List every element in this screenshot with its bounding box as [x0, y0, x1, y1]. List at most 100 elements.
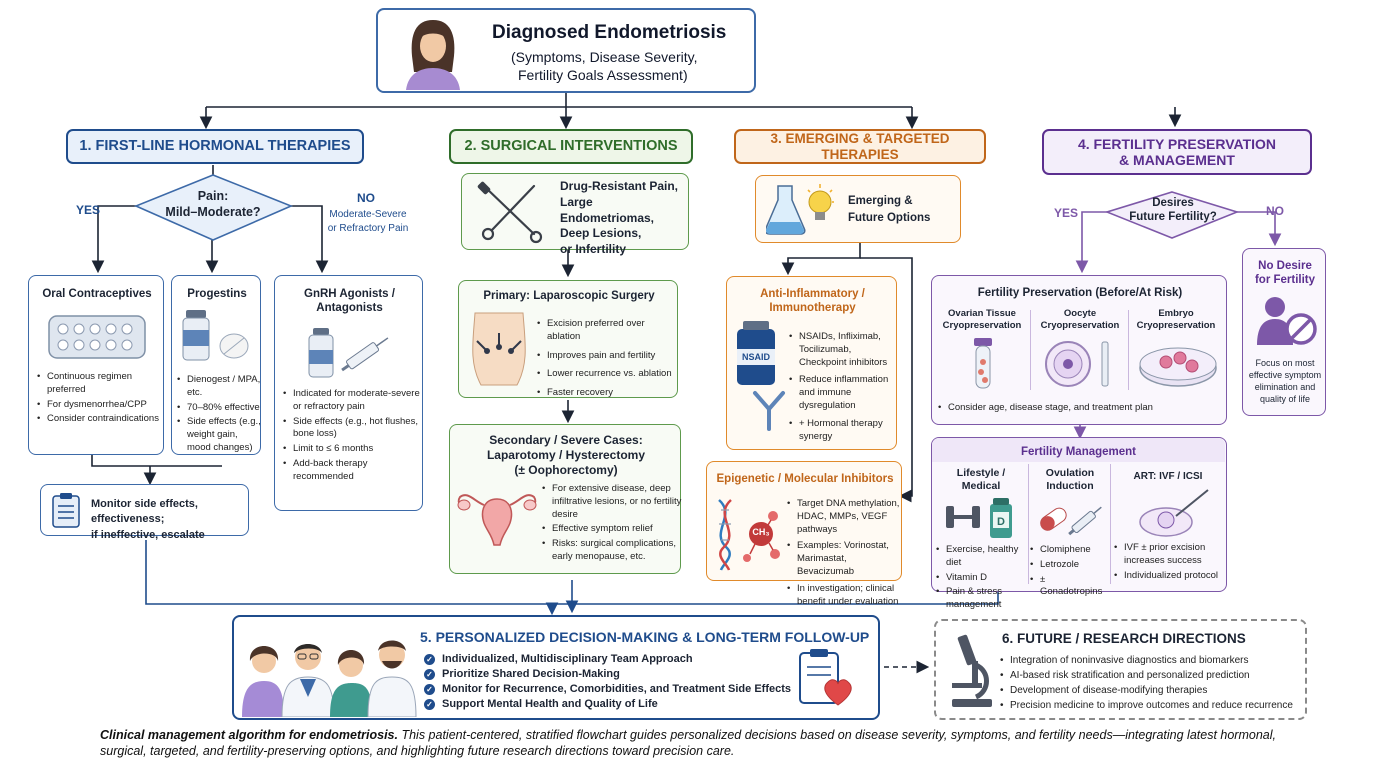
clipboard-icon — [52, 493, 80, 528]
severe-cases-card: Secondary / Severe Cases: Laparotomy / H… — [449, 424, 681, 574]
fertility-preservation-card: Fertility Preservation (Before/At Risk) … — [931, 275, 1227, 425]
check-icon: ✓ — [424, 698, 435, 710]
nsaid-vial-icon: NSAID — [737, 321, 775, 385]
gnrh-title-line-2: Antagonists — [316, 302, 383, 315]
monitor-line-2: if ineffective, escalate — [91, 528, 205, 541]
pill-syringe-icon — [1040, 506, 1102, 536]
ovulation-title-2: Induction — [1046, 480, 1094, 493]
severe-title-line-2: Laparotomy / Hysterectomy — [486, 448, 646, 462]
progestins-title: Progestins — [187, 288, 247, 300]
indication-line-2: Large Endometriomas, — [560, 194, 655, 225]
pain-decision-line-2: Mild–Moderate? — [165, 204, 261, 219]
fertility-management-card: Fertility Management Lifestyle / Medical… — [931, 437, 1227, 610]
gnrh-title-line-1: GnRH Agonists / — [304, 288, 395, 300]
diagnosis-box: Diagnosed Endometriosis (Symptoms, Disea… — [376, 8, 756, 93]
epigenetic-card: Epigenetic / Molecular Inhibitors CH₃ Ta… — [706, 461, 902, 607]
follow-up-list: ✓Individualized, Multidisciplinary Team … — [424, 653, 791, 713]
severe-title-line-3: (± Oophorectomy) — [514, 463, 618, 477]
ovarian-tissue-label: Ovarian Tissue — [948, 308, 1016, 319]
methyl-label: CH₃ — [752, 527, 770, 537]
epigenetic-list: Target DNA methylation, HDAC, MMPs, VEGF… — [787, 498, 901, 611]
no-detail-line-2: or Refractory Pain — [327, 223, 409, 234]
fertility-header-line-1: 4. FERTILITY PRESERVATION — [1077, 135, 1277, 152]
figure-caption: Clinical management algorithm for endome… — [100, 727, 1280, 760]
svg-text:D: D — [997, 516, 1005, 528]
no-desire-title-line-2: for Fertility — [1254, 274, 1316, 287]
emerging-line-1: Emerging & — [848, 195, 913, 207]
ivf-dish-icon — [1139, 489, 1209, 537]
uterus-icon — [457, 494, 537, 546]
pain-decision-line-1: Pain: — [197, 189, 229, 203]
gnrh-card: GnRH Agonists / Antagonists Indicated fo… — [274, 275, 423, 511]
surgical-indication-box: Drug-Resistant Pain, Large Endometriomas… — [461, 173, 689, 256]
no-desire-title-line-1: No Desire — [1258, 260, 1312, 272]
indication-line-3: Deep Lesions, — [560, 226, 642, 241]
anti-inflammatory-card: Anti-Inflammatory / Immunotherapy NSAID … — [726, 276, 897, 450]
abdomen-laparoscopy-icon — [472, 312, 526, 386]
embryo-label-2: Cryopreservation — [1136, 320, 1216, 332]
lifestyle-title-1: Lifestyle / — [956, 467, 1006, 479]
caption-body: This patient-centered, stratified flowch… — [100, 728, 1276, 759]
syringe-vial-icon — [308, 328, 389, 378]
diagnosis-subtitle-2: Fertility Goals Assessment) — [518, 67, 688, 83]
laparoscopic-list: Excision preferred over ablation Improve… — [537, 318, 677, 402]
progestins-card: Progestins Dienogest / MPA, etc. 70–80% … — [171, 275, 261, 455]
cryo-tube-icon — [974, 338, 992, 389]
pill-blister-icon — [48, 315, 146, 359]
research-list: Integration of noninvasive diagnostics a… — [1000, 655, 1300, 715]
diagnosis-subtitle-1: (Symptoms, Disease Severity, — [511, 49, 698, 65]
check-icon: ✓ — [424, 653, 435, 665]
fertility-decision-line-2: Future Fertility? — [1129, 211, 1217, 224]
pain-yes-label: YES — [76, 203, 101, 217]
fertility-decision-line-1: Desires — [1152, 197, 1194, 209]
embryo-dish-icon — [1139, 347, 1217, 387]
patient-avatar-icon — [406, 20, 460, 90]
fertility-no-label: NO — [1266, 204, 1284, 218]
check-icon: ✓ — [424, 668, 435, 680]
ovulation-title-1: Ovulation — [1045, 467, 1095, 479]
fertility-header-line-2: & MANAGEMENT — [1119, 152, 1235, 168]
no-detail-line-1: Moderate-Severe — [329, 209, 407, 220]
first-line-header: 1. FIRST-LINE HORMONAL THERAPIES — [66, 129, 364, 164]
indication-line-4: or Infertility — [560, 242, 627, 257]
oral-contraceptives-title: Oral Contraceptives — [42, 288, 152, 300]
check-icon: ✓ — [424, 683, 435, 695]
follow-up-box: 5. PERSONALIZED DECISION-MAKING & LONG-T… — [232, 615, 880, 720]
embryo-label: Embryo — [1158, 308, 1194, 319]
microscope-icon — [952, 634, 992, 707]
care-team-icon — [242, 640, 417, 717]
dumbbell-vitamin-icon: D — [946, 498, 1012, 538]
no-desire-card: No Desire for Fertility Focus on most ef… — [1242, 248, 1326, 416]
oocyte-icon — [1045, 341, 1109, 387]
fertility-decision-diamond — [1104, 191, 1240, 239]
fertility-header: 4. FERTILITY PRESERVATION & MANAGEMENT — [1042, 129, 1312, 175]
preservation-note: Consider age, disease stage, and treatme… — [938, 402, 1222, 417]
gnrh-list: Indicated for moderate-severe or refract… — [283, 388, 421, 486]
lifestyle-title-2: Medical — [961, 480, 1001, 493]
preservation-title: Fertility Preservation (Before/At Risk) — [977, 287, 1183, 299]
anti-inflammatory-list: NSAIDs, Infliximab, Tocilizumab, Checkpo… — [789, 331, 897, 446]
research-box: 6. FUTURE / RESEARCH DIRECTIONS Integrat… — [934, 619, 1307, 720]
pain-decision-diamond — [133, 174, 294, 241]
ovulation-list: Clomiphene Letrozole ± Gonadotropins — [1030, 544, 1110, 601]
oral-contraceptives-card: Oral Contraceptives Continuous regimen p… — [28, 275, 164, 455]
follow-up-title: 5. PERSONALIZED DECISION-MAKING & LONG-T… — [420, 629, 870, 645]
clipboard-heart-icon — [799, 649, 852, 706]
indication-line-1: Drug-Resistant Pain, — [560, 179, 679, 193]
anti-title-line-1: Anti-Inflammatory / — [760, 288, 865, 300]
diagnosis-title: Diagnosed Endometriosis — [492, 22, 727, 43]
research-title: 6. FUTURE / RESEARCH DIRECTIONS — [1002, 631, 1246, 646]
severe-title-line-1: Secondary / Severe Cases: — [489, 433, 643, 447]
surgical-instruments-icon — [477, 181, 543, 244]
lifestyle-list: Exercise, healthy diet Vitamin D Pain & … — [936, 544, 1028, 614]
management-title: Fertility Management — [1020, 446, 1137, 458]
emerging-header: 3. EMERGING & TARGETED THERAPIES — [734, 129, 986, 164]
no-desire-text: Focus on most effective symptom eliminat… — [1248, 358, 1322, 405]
oral-contraceptives-list: Continuous regimen preferred For dysmeno… — [37, 371, 161, 428]
oocyte-label: Oocyte — [1063, 308, 1097, 319]
ovarian-tissue-label-2: Cryopreservation — [942, 320, 1022, 332]
flask-bulb-icon — [766, 184, 834, 235]
antibody-icon — [753, 391, 785, 431]
nsaid-label: NSAID — [737, 349, 775, 365]
pain-no-label: NO — [357, 191, 375, 205]
